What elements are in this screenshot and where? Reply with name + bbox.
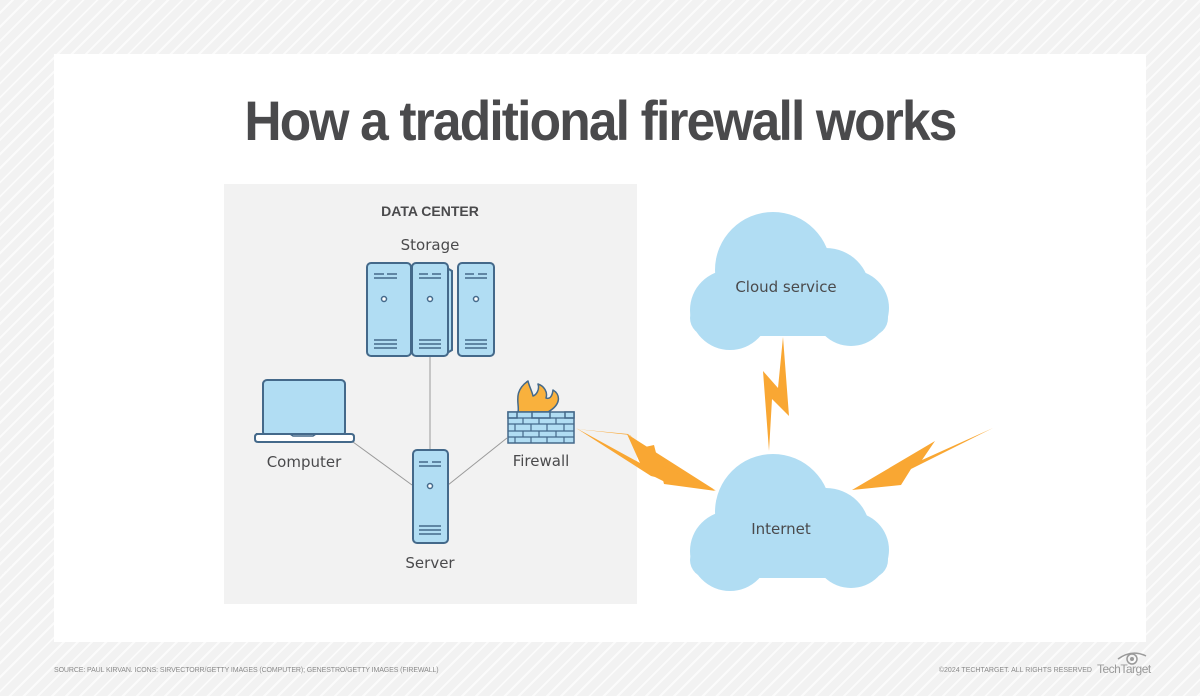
lightning-firewall-internet-icon <box>576 429 716 491</box>
lightning-cloud-internet-icon <box>763 337 789 451</box>
storage-icon <box>366 262 495 357</box>
storage-rack-1 <box>366 262 412 357</box>
cloud-service-label: Cloud service <box>735 278 837 296</box>
diagram-title: How a traditional firewall works <box>244 89 957 152</box>
wireless-links <box>576 337 993 491</box>
lightning-internet-external-icon <box>852 428 993 490</box>
source-credit: SOURCE: PAUL KIRVAN. ICONS: SIRVECTORR/G… <box>54 667 439 674</box>
copyright-notice: ©2024 TECHTARGET. ALL RIGHTS RESERVED <box>938 667 1092 674</box>
link-computer-server <box>352 441 413 486</box>
link-firewall-server <box>447 437 508 486</box>
techtarget-logo: TechTarget <box>1097 662 1151 676</box>
lightning-firewall-internet-icon <box>576 428 715 490</box>
firewall-icon <box>507 380 575 444</box>
flame-icon <box>517 380 560 413</box>
storage-label: Storage <box>400 236 460 254</box>
storage-rack-2 <box>411 262 449 357</box>
server-icon <box>412 449 449 544</box>
internet-label: Internet <box>751 520 811 538</box>
data-center-heading: DATA CENTER <box>381 203 479 219</box>
cloud-service-icon <box>690 212 889 350</box>
storage-rack-3 <box>457 262 495 357</box>
firewall-label: Firewall <box>512 452 570 470</box>
computer-icon <box>254 379 355 443</box>
computer-label: Computer <box>266 453 342 471</box>
techtarget-eye-icon <box>1117 652 1147 665</box>
wired-connections <box>352 356 508 486</box>
server-label: Server <box>405 554 455 572</box>
internet-icon <box>690 454 889 591</box>
